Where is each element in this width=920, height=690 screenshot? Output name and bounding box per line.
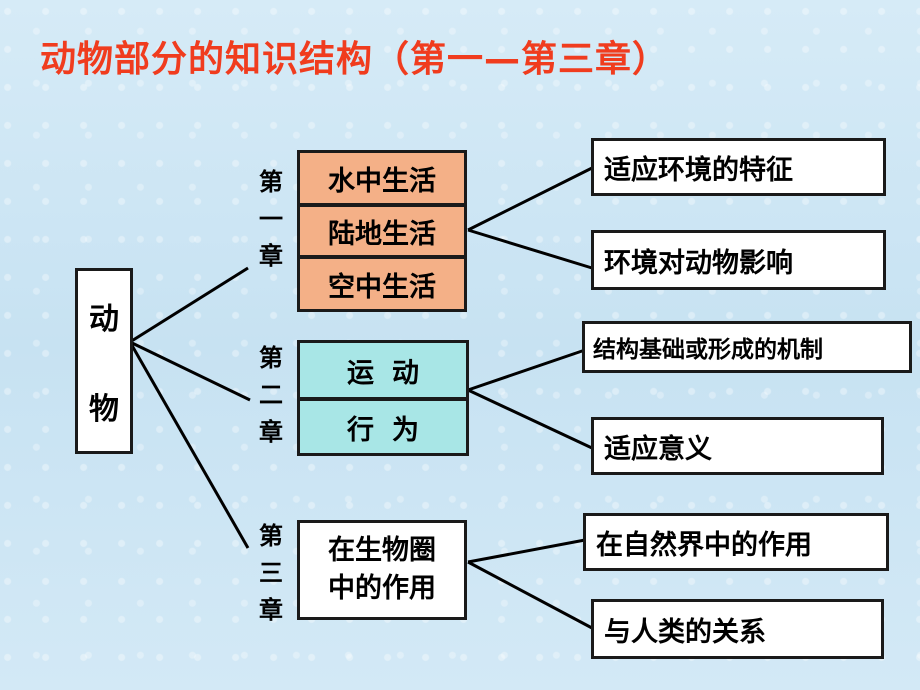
root-to-ch1-line <box>129 266 249 344</box>
ch3-to-aspect1-line <box>467 538 586 564</box>
chapter-label-2: 第二章 <box>259 344 283 446</box>
topic-biosphere-line-2: 中的作用 <box>328 573 436 604</box>
root-to-ch2-line <box>129 340 251 402</box>
topic-water-life: 水中生活 <box>297 150 467 206</box>
root-char-2: 物 <box>89 392 119 427</box>
aspect-adaptive-meaning: 适应意义 <box>591 417 884 475</box>
topic-air-life: 空中生活 <box>297 256 467 312</box>
ch2-to-aspect1-line <box>467 348 586 392</box>
topic-behavior: 行为 <box>297 398 469 456</box>
chapter-label-1: 第一章 <box>259 168 283 270</box>
root-char-1: 动 <box>89 302 119 337</box>
topic-land-life: 陆地生活 <box>297 204 467 258</box>
aspect-env-influence: 环境对动物影响 <box>591 230 886 290</box>
ch1-to-aspect2-line <box>467 228 593 270</box>
root-to-ch3-line <box>128 341 250 549</box>
aspect-structural-basis: 结构基础或形成的机制 <box>582 321 912 373</box>
root-box: 动 物 <box>75 268 133 454</box>
aspect-human-relation: 与人类的关系 <box>591 599 884 659</box>
aspect-adaptive-features: 适应环境的特征 <box>591 138 886 196</box>
topic-movement: 运动 <box>297 340 469 400</box>
aspect-nature-role: 在自然界中的作用 <box>583 513 889 571</box>
chapter-label-3: 第三章 <box>259 522 283 624</box>
topic-biosphere-role: 在生物圈 中的作用 <box>297 520 467 620</box>
ch1-to-aspect1-line <box>467 166 593 232</box>
ch3-to-aspect2-line <box>467 560 593 630</box>
ch2-to-aspect2-line <box>467 388 593 450</box>
page-title: 动物部分的知识结构（第一—第三章） <box>40 39 670 80</box>
topic-biosphere-line-1: 在生物圈 <box>328 535 436 566</box>
